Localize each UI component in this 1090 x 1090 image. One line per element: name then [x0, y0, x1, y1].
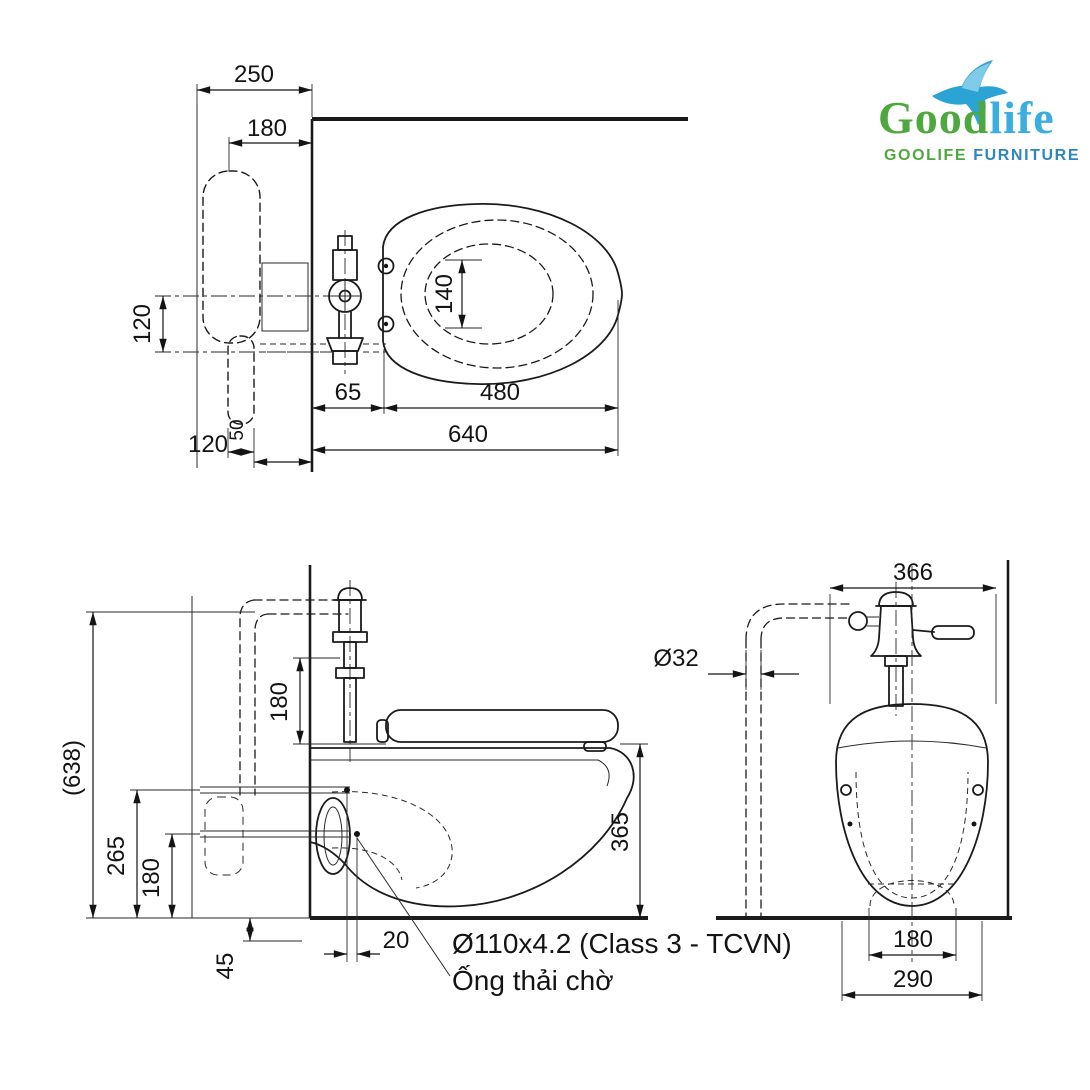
drain-annotation: Ø110x4.2 (Class 3 - TCVN) Ống thải chờ — [356, 837, 792, 996]
dim-290: 290 — [841, 921, 983, 1001]
side-view-walls — [86, 565, 648, 920]
dim-120-side: 120 — [129, 295, 332, 353]
dim-638: (638) — [59, 611, 255, 918]
dim-32: Ø32 — [653, 645, 799, 690]
dim-640-label: 640 — [448, 421, 488, 448]
toilet-front — [835, 566, 989, 962]
dim-265-label: 265 — [103, 836, 130, 876]
toilet-seat-top — [377, 203, 623, 385]
dim-365: 365 — [607, 743, 648, 918]
dim-120-side-label: 120 — [129, 304, 156, 344]
top-view-plan: 250 180 120 140 65 480 — [129, 61, 688, 472]
supply-pipe-side — [204, 599, 349, 876]
dim-250: 250 — [196, 61, 313, 117]
dim-180-top-label: 180 — [247, 115, 287, 142]
dim-265: 265 — [103, 789, 200, 918]
dim-180-valve-label: 180 — [266, 682, 293, 722]
dim-65: 65 — [312, 349, 385, 414]
dim-120-bottom-label: 120 — [188, 431, 228, 458]
dim-45: 45 — [212, 918, 302, 979]
dim-290-label: 290 — [893, 966, 933, 993]
logo-bird-wing-icon — [962, 63, 990, 92]
logo-sub-goolife: GOOLIFE — [884, 147, 973, 164]
drain-label: Ống thải chờ — [452, 964, 614, 996]
dim-640: 640 — [312, 414, 619, 456]
side-view-section: (638) 265 180 180 365 45 — [59, 565, 792, 996]
top-view-walls — [196, 104, 688, 472]
dim-180-front-label: 180 — [893, 926, 933, 953]
dim-45-label: 45 — [212, 953, 239, 980]
logo-bird-icon — [932, 60, 1008, 125]
dim-480: 480 — [384, 300, 619, 414]
flush-valve-side — [332, 580, 368, 762]
dim-140: 140 — [431, 259, 482, 329]
dim-50-label: 50 — [227, 419, 248, 440]
dim-140-label: 140 — [431, 274, 458, 314]
dim-120-bottom: 120 — [188, 428, 312, 468]
logo-brand: Goodlife — [878, 92, 1055, 143]
fixing-rods-side — [200, 786, 360, 838]
dim-638-label: (638) — [59, 740, 86, 796]
pipe-spec-label: Ø110x4.2 (Class 3 - TCVN) — [452, 928, 792, 959]
dim-32-label: Ø32 — [653, 645, 698, 672]
logo: Goodlife GOOLIFE FURNITURE — [878, 60, 1080, 164]
dim-180-front: 180 — [868, 908, 957, 961]
front-view-walls — [716, 560, 1012, 920]
dim-180-wall-label: 180 — [138, 858, 165, 898]
toilet-side — [309, 709, 635, 908]
flush-valve-front — [848, 582, 975, 716]
dim-20: 20 — [324, 792, 409, 962]
dim-250-label: 250 — [234, 61, 274, 88]
logo-brand-life: life — [989, 92, 1054, 143]
concealed-cistern-top — [202, 170, 332, 425]
dim-65-label: 65 — [335, 379, 362, 406]
front-view: 366 Ø32 180 290 — [653, 559, 1012, 1001]
flush-valve-top — [326, 230, 386, 374]
dim-20-label: 20 — [383, 927, 410, 954]
dim-180-wall: 180 — [138, 833, 200, 918]
dim-480-label: 480 — [480, 379, 520, 406]
logo-subtitle: GOOLIFE FURNITURE — [884, 147, 1080, 164]
logo-brand-good: Good — [878, 92, 989, 143]
dim-180-top: 180 — [228, 115, 312, 170]
dim-50: 50 — [227, 419, 254, 458]
dim-366-label: 366 — [893, 559, 933, 586]
dim-366: 366 — [829, 559, 997, 704]
dim-180-valve: 180 — [266, 657, 386, 745]
logo-sub-furniture: FURNITURE — [973, 147, 1080, 164]
dim-365-label: 365 — [607, 812, 634, 852]
